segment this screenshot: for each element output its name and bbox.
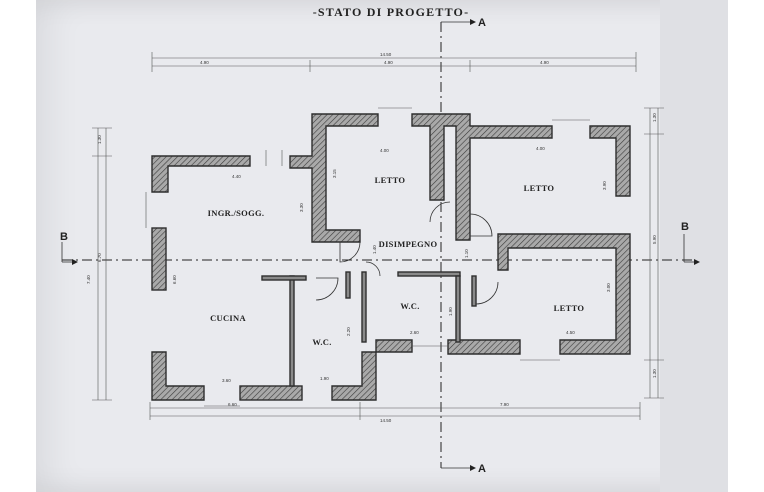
section-a-bottom-label: A — [478, 463, 486, 475]
left-dimensions: 7.40 6.70 1.30 — [86, 127, 112, 401]
drawing-title: -STATO DI PROGETTO- — [313, 5, 470, 19]
partition-top-wc1 — [261, 275, 307, 281]
door-letto3 — [475, 281, 499, 305]
svg-text:4.00: 4.00 — [380, 148, 389, 153]
wall-letto3 — [497, 233, 631, 355]
sheet-edge — [660, 0, 728, 492]
section-b-left-label: B — [60, 231, 68, 243]
door-ingresso — [339, 241, 361, 263]
room-label-wc-1: W.C. — [312, 337, 331, 347]
svg-text:2.60: 2.60 — [410, 330, 419, 335]
wall-south-cucina — [239, 385, 303, 401]
svg-text:6.70: 6.70 — [97, 253, 102, 262]
svg-text:3.30: 3.30 — [299, 203, 304, 212]
door-wc1 — [315, 277, 339, 301]
svg-text:1.40: 1.40 — [372, 245, 377, 254]
arrow-right-icon — [470, 465, 476, 471]
svg-text:1.90: 1.90 — [448, 307, 453, 316]
svg-text:1.90: 1.90 — [320, 376, 329, 381]
right-dimensions: 5.90 1.30 1.30 — [644, 107, 664, 399]
arrow-right-icon — [694, 259, 700, 265]
svg-text:4.40: 4.40 — [232, 174, 241, 179]
doors — [315, 201, 499, 305]
svg-text:5.90: 5.90 — [652, 235, 657, 244]
svg-text:1.10: 1.10 — [464, 249, 469, 258]
partition-wc1-door — [345, 271, 351, 299]
svg-text:7.40: 7.40 — [86, 275, 91, 284]
svg-text:3.90: 3.90 — [602, 181, 607, 190]
windows — [145, 107, 590, 407]
room-label-ingresso: INGR./SOGG. — [208, 208, 265, 218]
svg-text:4.90: 4.90 — [200, 60, 209, 65]
svg-text:3.60: 3.60 — [222, 378, 231, 383]
wall-south-letto3 — [447, 339, 521, 355]
svg-text:14.50: 14.50 — [380, 52, 392, 57]
walls — [151, 113, 631, 401]
door-wc2 — [365, 261, 381, 277]
svg-text:3.15: 3.15 — [332, 169, 337, 178]
svg-text:3.00: 3.00 — [606, 283, 611, 292]
room-label-letto-3: LETTO — [554, 303, 585, 313]
svg-text:1.30: 1.30 — [652, 113, 657, 122]
arrow-right-icon — [72, 259, 78, 265]
section-b-right-label: B — [681, 221, 689, 233]
svg-text:1.30: 1.30 — [97, 135, 102, 144]
door-letto1 — [429, 201, 451, 223]
svg-text:4.50: 4.50 — [566, 330, 575, 335]
top-dimensions: 14.50 4.90 4.90 4.90 — [151, 52, 637, 72]
partition-dis-east — [471, 275, 477, 307]
partition-wc1-wc2 — [361, 271, 367, 343]
arrow-right-icon — [470, 19, 476, 25]
room-label-letto-2: LETTO — [524, 183, 555, 193]
svg-text:7.90: 7.90 — [500, 402, 509, 407]
partition-wc2-top — [397, 271, 461, 277]
wall-letto1-west — [289, 113, 379, 243]
wall-west-window — [151, 227, 167, 291]
svg-text:2.20: 2.20 — [346, 327, 351, 336]
wall-south-wc — [331, 339, 413, 401]
wall-northeast — [589, 125, 631, 197]
door-letto2 — [469, 213, 493, 237]
bottom-dimensions: 6.60 7.90 14.50 — [149, 402, 641, 423]
room-label-wc-2: W.C. — [400, 301, 419, 311]
svg-text:1.30: 1.30 — [652, 369, 657, 378]
svg-text:4.90: 4.90 — [384, 60, 393, 65]
partition-wc2-east — [455, 275, 461, 343]
room-dimensions: 4.40 3.30 4.00 3.15 4.00 3.90 4.50 3.00 … — [172, 146, 611, 383]
svg-text:6.60: 6.60 — [172, 275, 177, 284]
room-label-disimpegno: DISIMPEGNO — [379, 239, 438, 249]
wall-north-ingresso — [151, 155, 251, 193]
svg-text:6.60: 6.60 — [228, 402, 237, 407]
svg-text:4.90: 4.90 — [540, 60, 549, 65]
svg-text:4.00: 4.00 — [536, 146, 545, 151]
partition-cucina-wc — [289, 275, 295, 387]
svg-text:14.50: 14.50 — [380, 418, 392, 423]
wall-letto1-east — [411, 113, 553, 241]
wall-southwest — [151, 351, 205, 401]
section-a-top-label: A — [478, 17, 486, 29]
room-label-cucina: CUCINA — [210, 313, 246, 323]
room-label-letto-1: LETTO — [375, 175, 406, 185]
